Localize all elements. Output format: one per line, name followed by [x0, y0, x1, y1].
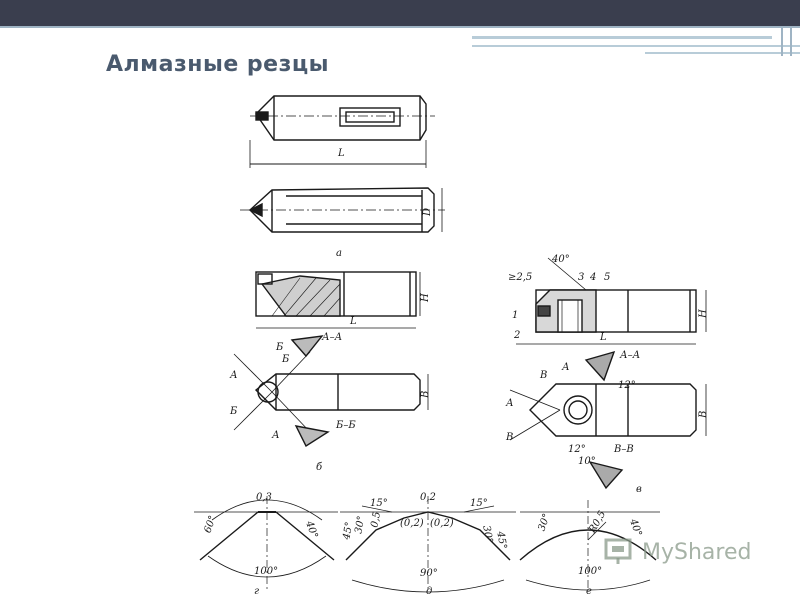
label-g: г [254, 586, 259, 597]
decor-line-3 [645, 52, 800, 54]
label-d-45b: 45° [494, 530, 508, 550]
watermark: MyShared [600, 536, 770, 570]
label-secB3: Б [229, 406, 238, 417]
label-angle10: 10° [578, 456, 596, 467]
label-d-90: 90° [420, 568, 438, 579]
label-g-60: 60° [202, 514, 218, 534]
label-b: б [316, 462, 323, 473]
label-secA4: А [505, 398, 514, 409]
label-secV1: В [539, 370, 547, 381]
cutter-b-bottom [233, 335, 429, 448]
diagram-g [194, 496, 338, 590]
label-part5: 5 [604, 272, 610, 283]
label-part4: 4 [589, 272, 596, 283]
label-g-03: 0,3 [256, 492, 272, 503]
label-e: е [586, 586, 592, 597]
label-section-AA1: А–А [321, 332, 342, 343]
label-D: D [422, 208, 433, 217]
label-angle12a: 12° [618, 380, 636, 391]
label-d-05: 0,5 [369, 511, 383, 529]
cutter-b-top [255, 271, 421, 329]
label-secV2: В [505, 432, 513, 443]
label-d: д [426, 586, 432, 597]
header-stripe [0, 26, 800, 28]
watermark-text: MyShared [642, 540, 752, 565]
label-g-100: 100° [254, 566, 278, 577]
diagram-e [519, 500, 660, 591]
presentation-icon [604, 538, 632, 564]
label-L3: L [599, 332, 607, 343]
label-d-r2: (0,2) [430, 518, 454, 529]
label-H1: H [420, 293, 431, 303]
label-d-45a: 45° [341, 521, 355, 541]
label-secA1: А [229, 370, 238, 381]
label-part2: 2 [513, 330, 520, 341]
label-dim25: ≥2,5 [508, 272, 532, 283]
label-section-BB1: Б–Б [335, 420, 356, 431]
label-d-15b: 15° [470, 498, 488, 509]
label-B2: B [698, 411, 709, 419]
label-e-40: 40° [627, 517, 644, 538]
label-section-VV: В–В [613, 444, 634, 455]
label-v: в [636, 484, 642, 495]
label-d-15a: 15° [370, 498, 388, 509]
label-H2: H [698, 309, 709, 319]
top-header-bar [0, 0, 800, 26]
label-L1: L [337, 148, 345, 159]
label-e-30: 30° [536, 512, 552, 532]
label-secB1: Б [275, 342, 284, 353]
label-part1: 1 [512, 310, 518, 321]
decor-line-1 [472, 36, 772, 39]
label-d-02: 0,2 [420, 492, 436, 503]
decor-vertical-1 [781, 26, 783, 56]
diagram-d [340, 496, 516, 593]
decor-vertical-2 [790, 26, 792, 56]
label-part3: 3 [578, 272, 584, 283]
decor-line-2 [472, 45, 800, 47]
slide-title: Алмазные резцы [106, 52, 330, 77]
label-secA2: А [271, 430, 280, 441]
cutter-a-top-view [249, 95, 435, 168]
label-secB2: Б [281, 354, 290, 365]
cutter-v-bottom [509, 350, 707, 490]
label-B1: B [420, 391, 431, 399]
label-d-r1: (0,2) [400, 518, 424, 529]
label-secA3: А [561, 362, 570, 373]
label-section-AA2: А–А [619, 350, 640, 361]
cutter-a-side-view [240, 187, 445, 233]
label-d-30a: 30° [353, 515, 367, 534]
label-e-100: 100° [578, 566, 602, 577]
label-angle40: 40° [551, 254, 570, 265]
label-L2: L [349, 316, 357, 327]
label-d-30b: 30° [480, 525, 494, 544]
label-angle12b: 12° [568, 444, 586, 455]
label-a: а [336, 248, 342, 259]
cutter-v-top [516, 257, 707, 345]
